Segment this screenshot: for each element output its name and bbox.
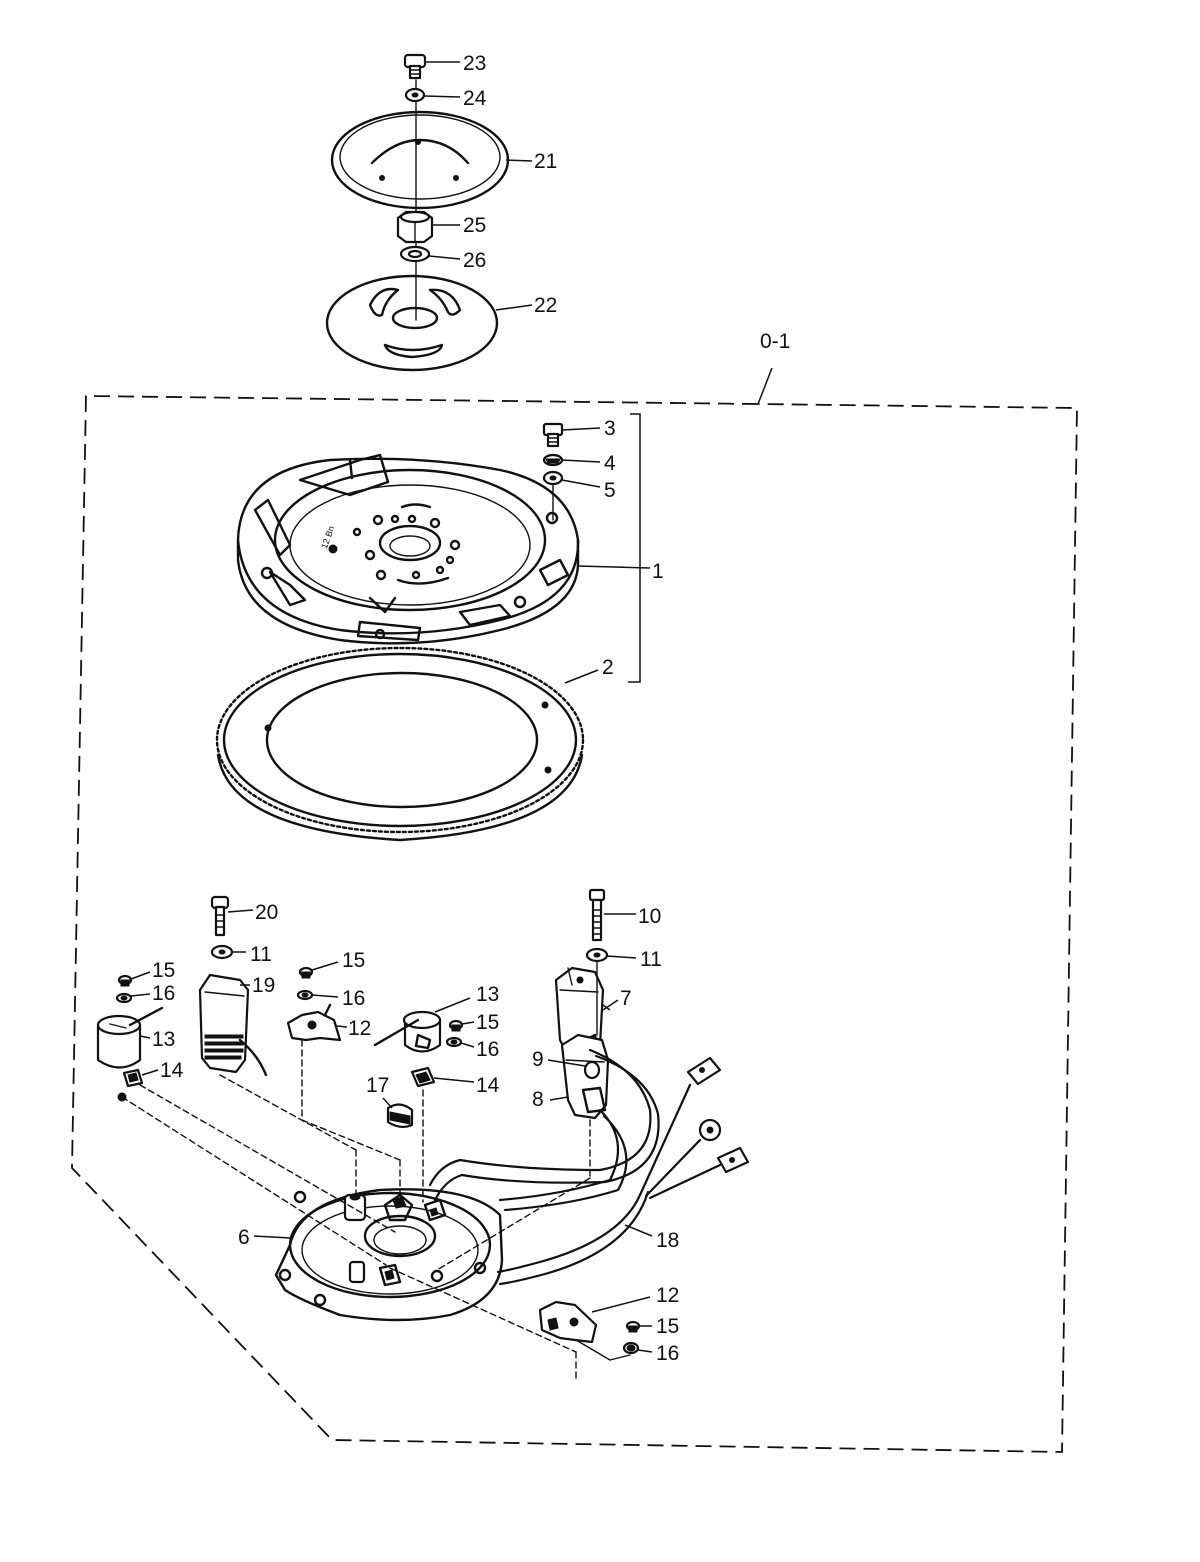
screw-15-mid (298, 961, 339, 979)
screw-15-center (448, 1019, 475, 1032)
callout-3: 3 (604, 417, 616, 440)
callout-4: 4 (604, 452, 616, 475)
grommet-17 (382, 1097, 414, 1129)
callout-7: 7 (620, 987, 632, 1010)
screw-3 (542, 422, 601, 448)
spacer-14-left (117, 1068, 159, 1102)
spacer-14-center (410, 1066, 475, 1088)
flywheel-cover-21 (330, 110, 510, 210)
bolt-20 (210, 895, 254, 937)
bracket-12-mid (286, 1003, 348, 1042)
assembly-leader-lines (121, 1039, 631, 1379)
washer-11-right (585, 947, 637, 1036)
flywheel-cover-stack (325, 53, 510, 372)
callout-15-center: 15 (476, 1011, 499, 1034)
callout-5: 5 (604, 479, 616, 502)
washer-16-left (115, 992, 151, 1004)
washer-16-right (622, 1341, 653, 1355)
callout-labels: 0-1 1 2 3 4 5 6 7 8 9 10 11 11 12 12 13 … (152, 52, 790, 1365)
callout-14-left: 14 (160, 1059, 184, 1082)
spacer-9 (547, 1059, 601, 1080)
nut-25 (396, 210, 434, 244)
screw-15-left (117, 971, 151, 987)
callout-10: 10 (638, 905, 661, 928)
ring-gear-2 (215, 646, 599, 842)
callout-9: 9 (532, 1048, 544, 1071)
callout-11-right: 11 (640, 948, 662, 971)
callout-18: 18 (656, 1229, 679, 1252)
callout-16-left: 16 (152, 982, 175, 1005)
callout-23: 23 (463, 52, 486, 75)
bolt-23 (403, 53, 427, 80)
washer-16-center (445, 1036, 475, 1048)
callout-12-right: 12 (656, 1284, 679, 1307)
flywheel-1: 12 Bn (236, 453, 651, 645)
stator-plate-6 (253, 1188, 504, 1322)
callout-16-mid: 16 (342, 987, 365, 1010)
bolt-10 (588, 888, 636, 942)
plate-22 (325, 274, 499, 372)
washer-11-left (210, 944, 246, 960)
assembly-boundary (71, 367, 1078, 1453)
callout-21: 21 (534, 150, 557, 173)
callout-26: 26 (463, 249, 486, 272)
callout-2: 2 (602, 656, 614, 679)
wiring-harness-18 (428, 1048, 750, 1286)
callout-13-center: 13 (476, 983, 499, 1006)
coil-19 (198, 973, 268, 1077)
callout-8: 8 (532, 1088, 544, 1111)
callout-15-right: 15 (656, 1315, 679, 1338)
callout-16-right: 16 (656, 1342, 679, 1365)
screw-15-right (625, 1320, 652, 1333)
bracket-1-5 (628, 413, 641, 683)
callout-16-center: 16 (476, 1038, 499, 1061)
callout-11-left: 11 (250, 943, 272, 966)
washer-5 (542, 470, 601, 521)
callout-20: 20 (255, 901, 278, 924)
bracket-12-right (538, 1296, 651, 1344)
callout-19: 19 (252, 974, 275, 997)
callout-1: 1 (652, 560, 664, 583)
callout-17: 17 (366, 1074, 389, 1097)
washer-24 (404, 87, 426, 103)
callout-13-left: 13 (152, 1028, 175, 1051)
callout-0-1: 0-1 (760, 330, 790, 353)
callout-25: 25 (463, 214, 486, 237)
callout-15-mid: 15 (342, 949, 365, 972)
callout-15-left: 15 (152, 959, 175, 982)
callout-6: 6 (238, 1226, 250, 1249)
callout-22: 22 (534, 294, 557, 317)
washer-16-mid (296, 989, 339, 1001)
callout-12-mid: 12 (348, 1017, 371, 1040)
pulser-coil-13-center (373, 997, 471, 1053)
pulser-coil-13-left (96, 1006, 164, 1069)
washer-26 (399, 245, 431, 263)
callout-24: 24 (463, 87, 487, 110)
callout-14-center: 14 (476, 1074, 500, 1097)
coil-8 (549, 1033, 610, 1120)
washer-4 (542, 453, 601, 467)
